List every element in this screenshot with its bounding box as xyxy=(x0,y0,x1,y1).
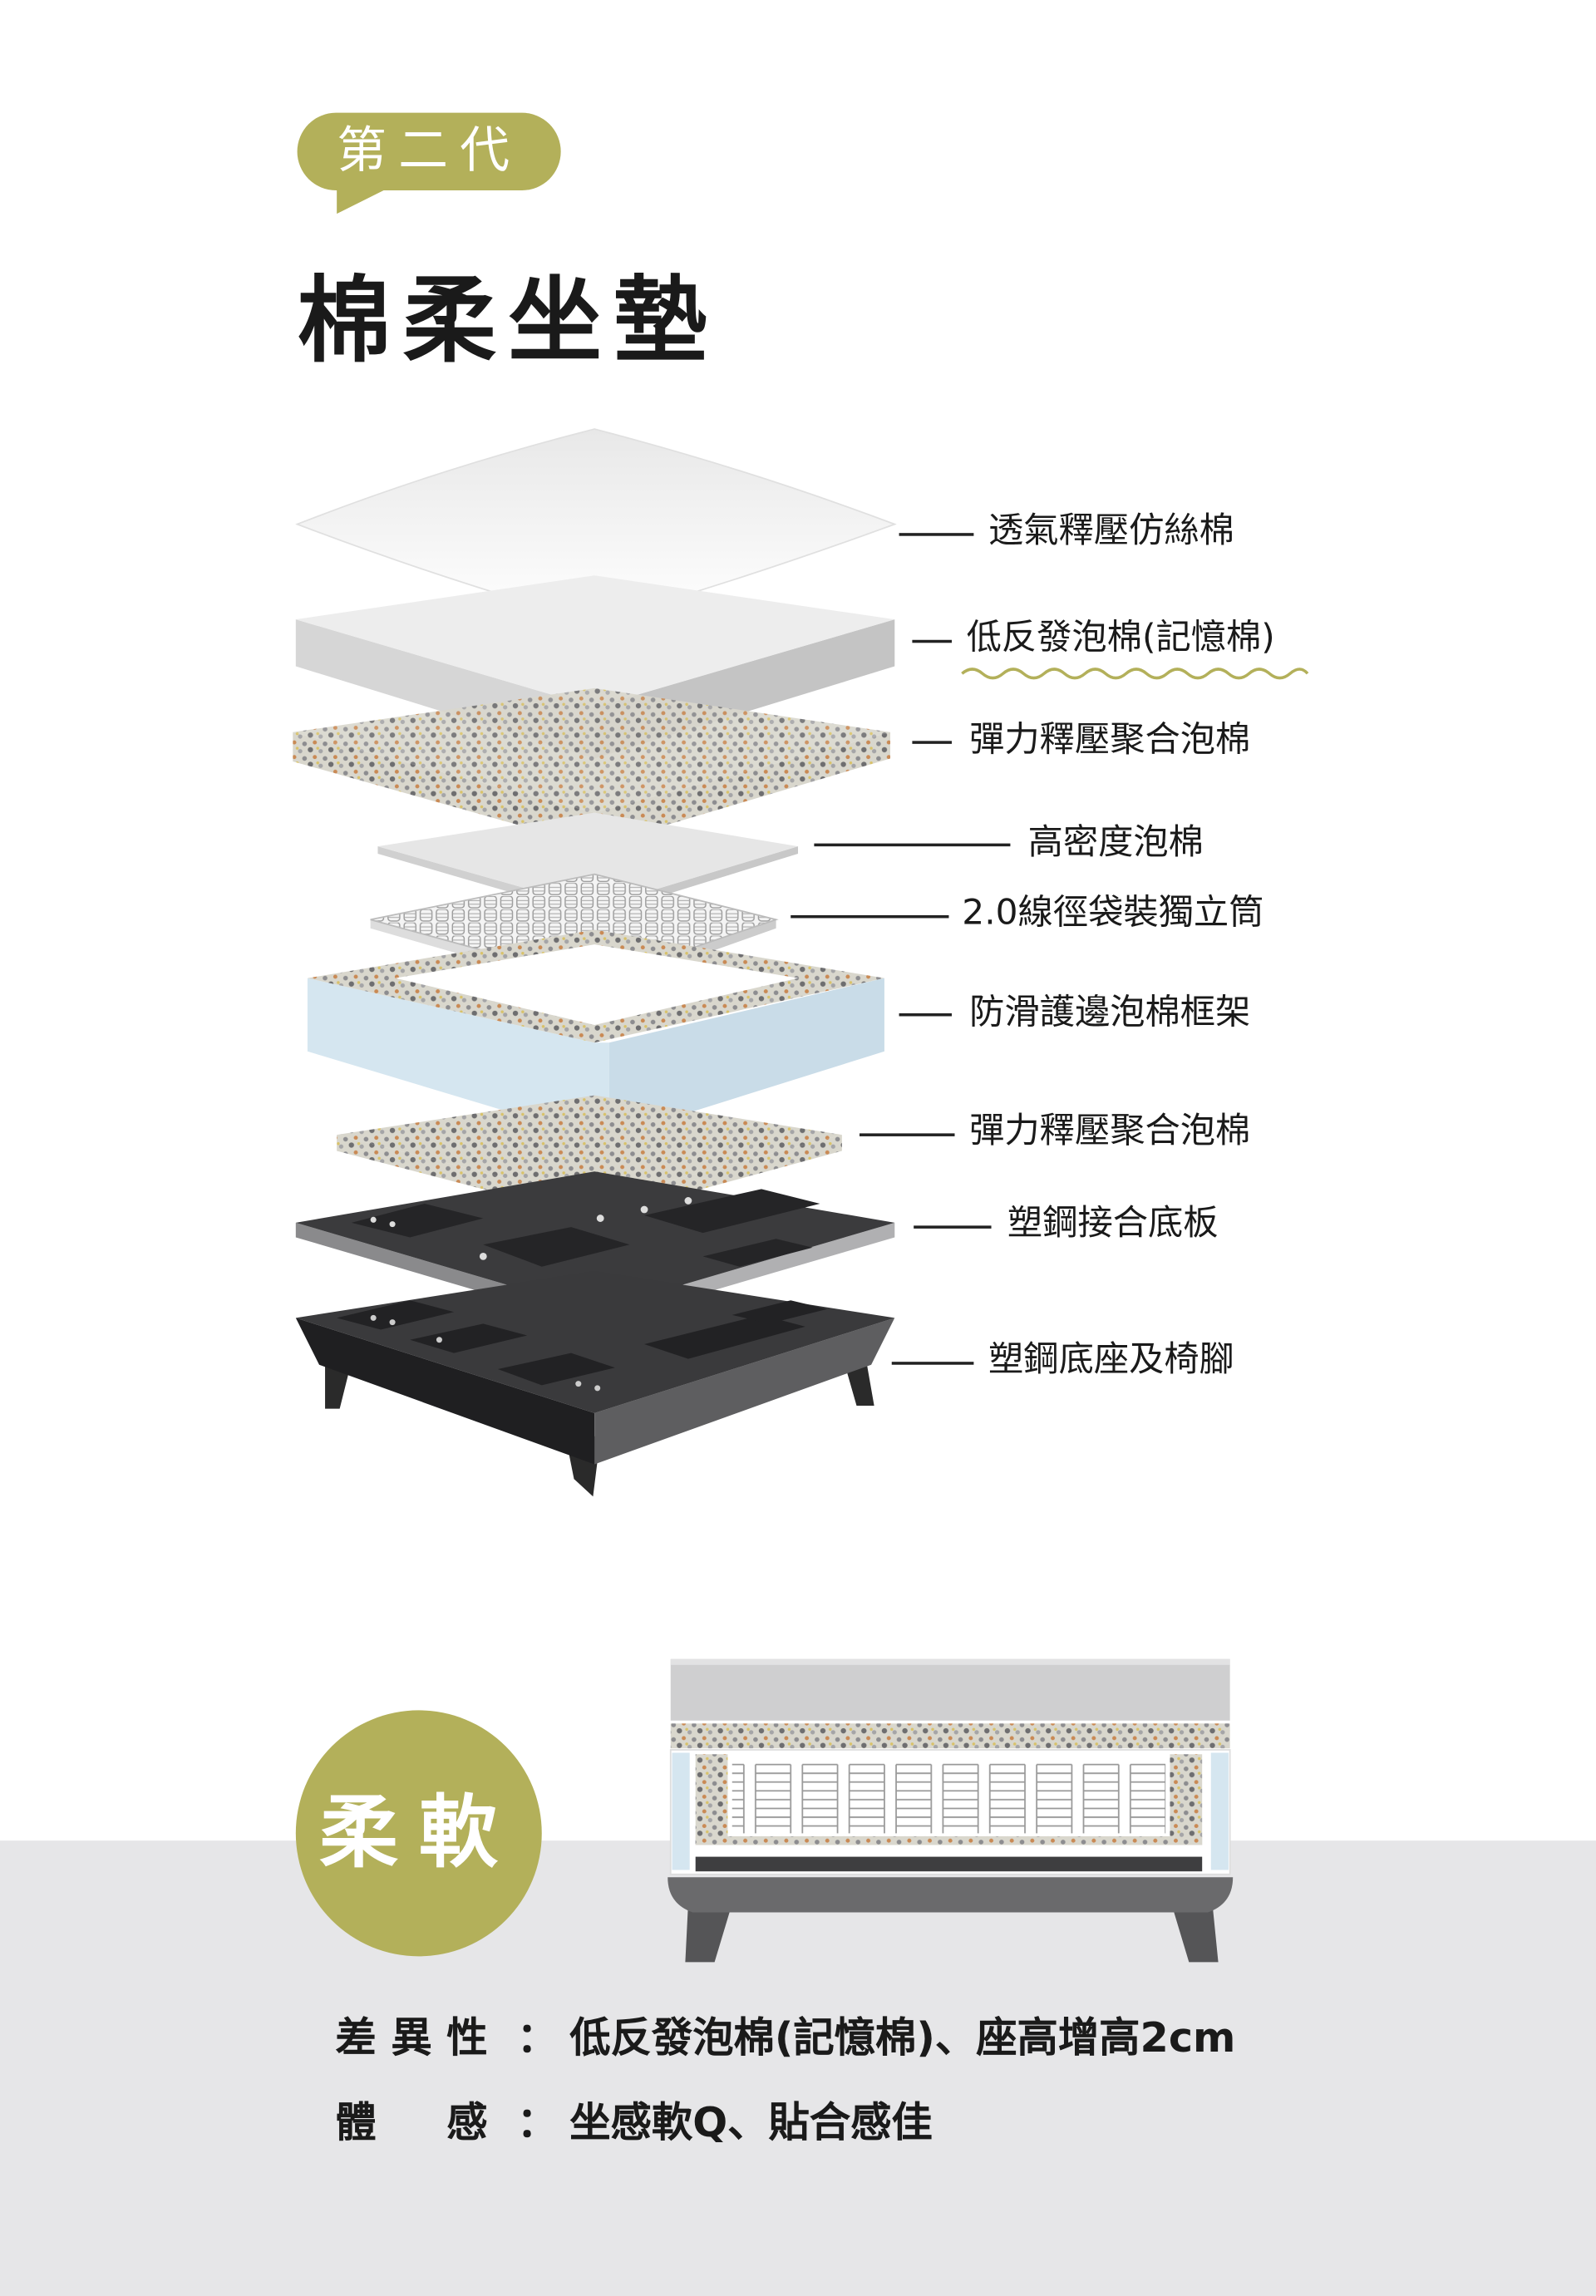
leader-line xyxy=(891,1362,974,1364)
leader-line xyxy=(912,639,952,643)
layer-label: 防滑護邊泡棉框架 xyxy=(969,991,1251,1032)
badge-tail xyxy=(337,187,390,214)
leader-line xyxy=(899,533,974,535)
spec-value: 坐感軟Q、貼合感佳 xyxy=(569,2098,933,2147)
layer-label-highlighted: 低反發泡棉(記憶棉) xyxy=(966,616,1275,658)
layer-label: 2.0線徑袋裝獨立筒 xyxy=(962,891,1264,934)
highlight-underline xyxy=(961,668,1309,680)
gray-band xyxy=(0,1840,1596,2296)
spec-row: 差異性 ：低反發泡棉(記憶棉)、座高增高2cm xyxy=(335,2006,1235,2064)
layer-label: 塑鋼底座及椅腳 xyxy=(988,1338,1234,1380)
spec-value: 低反發泡棉(記憶棉)、座高增高2cm xyxy=(569,2013,1236,2062)
layer-label: 高密度泡棉 xyxy=(1027,821,1204,863)
layer-label: 塑鋼接合底板 xyxy=(1007,1202,1219,1244)
cross-section-illustration xyxy=(667,1658,1234,1963)
layer-elastic-foam-top xyxy=(293,687,890,847)
page-title: 棉柔坐墊 xyxy=(297,268,719,377)
feature-badge: 柔軟 xyxy=(295,1710,542,1957)
layer-label: 彈力釋壓聚合泡棉 xyxy=(969,718,1251,761)
spec-key: 體 感 xyxy=(335,2098,503,2147)
generation-badge: 第二代 xyxy=(297,112,561,190)
layer-label: 彈力釋壓聚合泡棉 xyxy=(969,1110,1251,1151)
leader-line xyxy=(814,843,1011,846)
spec-row: 體 感 ：坐感軟Q、貼合感佳 xyxy=(335,2091,932,2149)
leader-line xyxy=(914,1225,992,1229)
layer-frame xyxy=(307,929,884,1138)
layer-label: 透氣釋壓仿絲棉 xyxy=(988,510,1234,551)
leader-line xyxy=(912,741,952,743)
spec-colon: ： xyxy=(516,2013,559,2062)
leader-line xyxy=(860,1133,955,1136)
spec-colon: ： xyxy=(516,2098,559,2147)
spec-key: 差異性 xyxy=(335,2013,503,2062)
leader-line xyxy=(899,1013,952,1016)
layer-base-with-legs xyxy=(295,1270,895,1497)
leader-line xyxy=(791,914,949,918)
